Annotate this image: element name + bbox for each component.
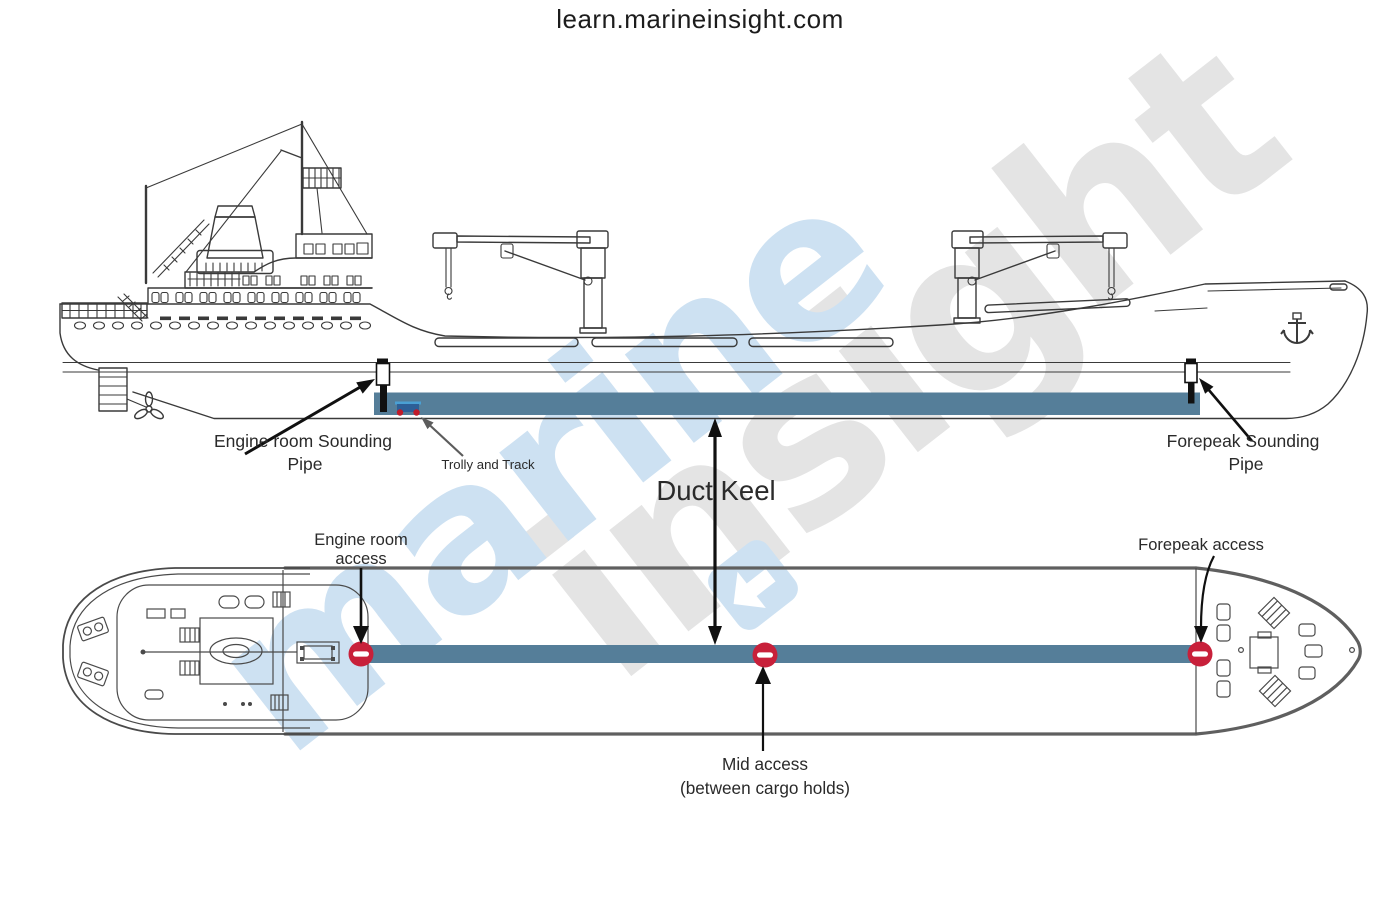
boat-deck-windows: [242, 275, 362, 286]
engine-access-arrow: [353, 568, 369, 644]
plan-bow-outline: [1194, 566, 1362, 736]
funnel: [206, 216, 264, 259]
centerline-dot: [140, 649, 146, 655]
forepeak-sounding-pipe: [1184, 358, 1198, 404]
stern-transom: [59, 303, 99, 371]
forepeak-sounding-label-line1: Forepeak Sounding: [1167, 431, 1320, 451]
forecastle-deck-line: [1207, 287, 1342, 292]
gaff: [280, 149, 303, 159]
plan-view-ship: [62, 566, 1362, 736]
engine-room-sounding-pipe: [375, 358, 391, 412]
trolly-arrow: [421, 417, 464, 457]
boat-deck-rail: [187, 272, 241, 287]
duct-keel-side: [374, 392, 1200, 415]
trolly-label: Trolly and Track: [441, 457, 535, 472]
forepeak-sounding-label-line2: Pipe: [1228, 454, 1263, 474]
propeller: [126, 391, 165, 420]
superstructure: [61, 120, 373, 322]
anchor-icon: [1280, 312, 1314, 344]
accommodation-ladder: [117, 293, 149, 322]
forecastle-break-line: [1154, 307, 1208, 312]
bridge-windows: [303, 242, 369, 255]
forepeak-fittings: [1216, 596, 1355, 708]
duct-keel-arrow: [708, 418, 722, 645]
boat-deck-block: [184, 257, 373, 289]
main-band-windows: [151, 291, 361, 304]
side-view-ship: [59, 120, 1369, 420]
stern-winch-lower: [77, 661, 109, 687]
deck-hatches: [434, 298, 1131, 348]
masts-and-rigging: [144, 120, 368, 285]
mid-access-arrow: [755, 666, 771, 751]
stern-bulwark-rail: [61, 302, 148, 319]
engine-sounding-arrow: [244, 379, 375, 456]
forepeak-access-label: Forepeak access: [1138, 536, 1264, 554]
forepeak-access-marker: [1187, 641, 1213, 667]
annotations: Engine room Sounding Pipe Trolly and Tra…: [214, 378, 1319, 798]
deckhouse-fittings: [144, 595, 265, 706]
engine-sounding-label-line2: Pipe: [287, 454, 322, 474]
engine-access-label-line2: access: [335, 550, 386, 568]
engine-room-access-marker: [348, 641, 374, 667]
bow-chock: [1329, 283, 1348, 291]
mid-access-label-line1: Mid access: [722, 754, 808, 774]
rudder: [98, 367, 128, 412]
engine-access-trunk: [296, 641, 340, 664]
stairway: [152, 219, 210, 278]
watermark-anchor-logo-icon: [708, 540, 798, 630]
engine-access-label-line1: Engine room: [314, 531, 408, 549]
porthole-row: [73, 321, 372, 330]
mid-access-label-line2: (between cargo holds): [680, 778, 850, 798]
plan-stern-inner: [69, 573, 310, 729]
hull-sheer-line: [59, 280, 1346, 339]
funnel-cap: [214, 205, 256, 218]
stern-winch-upper: [77, 616, 109, 642]
forepeak-access-arrow: [1194, 555, 1215, 643]
hull-bottom-and-stem: [132, 280, 1369, 420]
dash-row: [160, 316, 361, 321]
crane-forward: [951, 230, 1128, 324]
deck-grates: [179, 591, 291, 711]
main-deck-band: [147, 287, 373, 305]
forepeak-sounding-arrow: [1199, 378, 1253, 442]
page-title: learn.marineinsight.com: [556, 4, 844, 34]
radar-platform: [302, 167, 342, 234]
mid-access-marker: [752, 642, 778, 668]
engine-sounding-label-line1: Engine room Sounding: [214, 431, 392, 451]
duct-keel-plan: [368, 645, 1200, 663]
funnel-plan: [199, 617, 274, 685]
plan-stern-outer: [62, 567, 310, 735]
trolly-and-track: [395, 401, 421, 416]
crane-aft: [432, 230, 609, 334]
duct-keel-label: Duct Keel: [656, 475, 775, 506]
